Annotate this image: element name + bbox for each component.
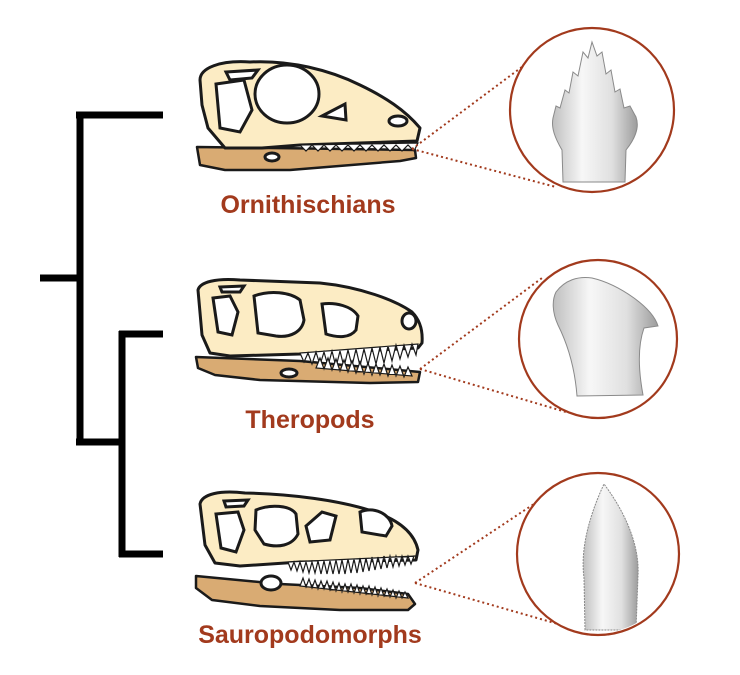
ornithischian-orbit <box>253 63 321 125</box>
theropod-lower-teeth <box>315 356 413 379</box>
sauropodomorph-nostril <box>358 508 394 538</box>
dotted-link-sauropodomorphs-lower <box>414 582 573 629</box>
ornithischian-teeth <box>298 142 419 153</box>
theropod-upper-opening <box>217 284 247 294</box>
theropod-skull <box>194 278 424 385</box>
sauropodomorph-skull <box>194 490 420 612</box>
ornithischian-nostril <box>387 114 409 128</box>
dotted-link-sauropodomorphs-upper <box>414 489 556 584</box>
theropod-orbit <box>252 291 306 338</box>
sauropodomorph-tooth-icon <box>582 483 639 631</box>
sauropodomorph-antorbital-opening <box>304 510 338 544</box>
sauropodomorph-upper-teeth <box>287 553 417 576</box>
ornithischian-jaw-opening <box>263 151 281 163</box>
theropod-jaw-opening <box>279 367 299 379</box>
ornithischian-skull <box>195 60 422 172</box>
dotted-link-theropods-lower <box>419 368 567 413</box>
theropod-tooth-icon <box>552 277 659 397</box>
sauropodomorph-orbit <box>253 504 300 548</box>
theropod-nostril <box>400 311 418 331</box>
ornithischian-tooth-icon <box>552 40 638 183</box>
label-ornithischians: Ornithischians <box>220 191 395 219</box>
label-theropods: Theropods <box>245 406 374 434</box>
label-sauropodomorphs: Sauropodomorphs <box>198 621 422 649</box>
sauropodomorph-jaw-opening <box>259 574 283 592</box>
theropod-antorbital-opening <box>320 302 360 339</box>
ornithischian-lower-jaw <box>195 145 418 172</box>
sauropodomorph-temporal-opening <box>214 510 246 554</box>
ornithischian-temporal-opening <box>214 78 254 134</box>
dotted-link-theropods-upper <box>419 277 543 370</box>
sauropodomorph-lower-teeth <box>299 576 410 600</box>
sauropodomorph-upper-opening <box>221 498 251 509</box>
theropod-lower-jaw <box>194 355 422 385</box>
ornithischian-antorbital-opening <box>317 101 348 122</box>
ornithischian-upper-opening <box>223 68 262 82</box>
theropod-temporal-opening <box>211 294 240 337</box>
phylogenetic-tree <box>40 111 163 558</box>
